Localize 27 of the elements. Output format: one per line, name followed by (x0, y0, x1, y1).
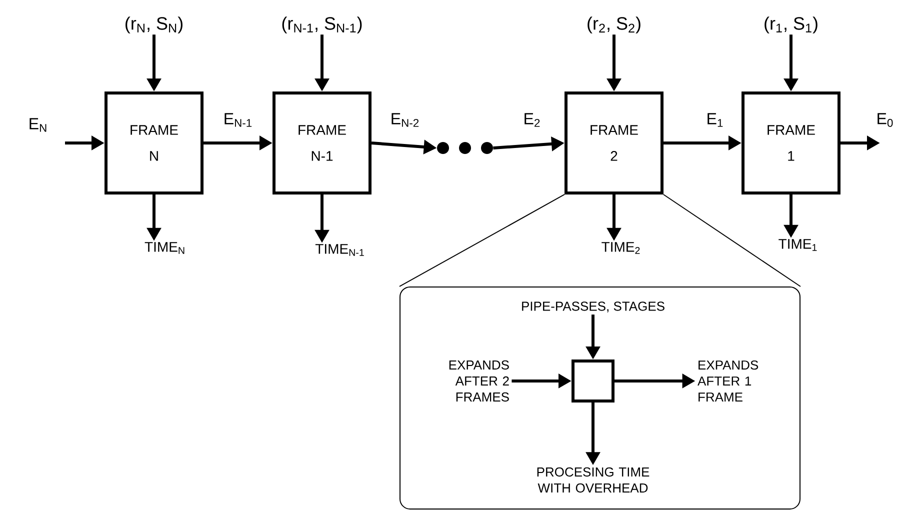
time-label: TIME$_{2}$ (602, 242, 640, 254)
output-label: EXPANDS AFTER 1 FRAME (698, 360, 758, 402)
parameter-label: (r$_{2}$, S$_{2}$) (588, 16, 640, 34)
edge-label: E$_{N}$ (30, 118, 46, 132)
input-label: PIPE-PASSES, STAGES (522, 302, 664, 312)
edge-label: E$_{N-2}$ (392, 113, 419, 127)
parameter-label: (r$_{N}$, S$_{N}$) (126, 16, 182, 34)
time-label: TIME$_{N}$ (144, 242, 184, 254)
input-label: EXPANDS AFTER 2 FRAMES (449, 360, 509, 402)
time-label: TIME$_{N-1}$ (315, 244, 364, 256)
process-box (572, 359, 614, 402)
connector-line (399, 194, 565, 287)
connector-line (663, 194, 801, 287)
output-label: PROCESING TIME WITH OVERHEAD (537, 467, 650, 493)
detail-box (400, 286, 800, 510)
parameter-label: (r$_{N-1}$, S$_{N-1}$) (282, 16, 362, 34)
edge-label: E$_{1}$ (708, 113, 723, 127)
edge-label: E$_{N-1}$ (224, 113, 252, 127)
edge-label: E$_{0}$ (878, 113, 893, 127)
time-label: TIME$_{1}$ (778, 239, 817, 251)
edge-label: E$_{2}$ (524, 113, 540, 127)
frame-box: FRAME 2 (564, 91, 664, 194)
parameter-label: (r$_{1}$, S$_{1}$) (764, 16, 818, 34)
frame-box: FRAME N-1 (272, 91, 372, 194)
ellipsis-drawing (437, 142, 493, 154)
frame-box: FRAME N (104, 91, 204, 194)
frame-box: FRAME 1 (742, 91, 840, 194)
